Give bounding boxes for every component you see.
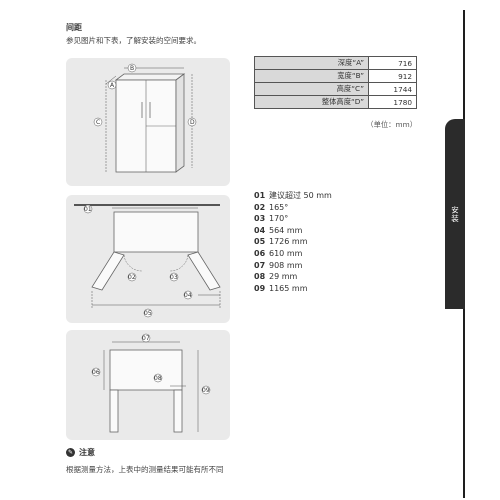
label-a: A — [110, 82, 115, 89]
spec-number: 08 — [254, 272, 266, 282]
label-09: 09 — [202, 387, 210, 394]
section-description: 参见图片和下表，了解安装的空间要求。 — [66, 36, 201, 45]
label-01: 01 — [84, 206, 92, 213]
dimension-table: 深度“A” 716 宽度“B” 912 高度“C” 1744 整体高度“D” 1… — [254, 56, 417, 109]
dimension-value: 716 — [368, 56, 417, 70]
label-d: D — [190, 119, 195, 126]
label-02: 02 — [128, 274, 136, 281]
door-90-clearance-diagram: 06 07 08 09 — [66, 330, 230, 440]
spec-text: 908 mm — [269, 260, 303, 270]
dimension-label: 整体高度“D” — [254, 95, 369, 109]
dimension-value: 912 — [368, 69, 417, 83]
label-06: 06 — [92, 369, 100, 376]
spec-text: 170° — [269, 214, 289, 224]
label-07: 07 — [142, 335, 150, 342]
table-row: 高度“C” 1744 — [254, 82, 417, 96]
section-tab-installation[interactable]: 安装 — [445, 119, 465, 309]
spec-text: 1165 mm — [269, 283, 308, 293]
label-b: B — [130, 65, 134, 72]
spec-number: 02 — [254, 202, 266, 212]
spec-text: 1726 mm — [269, 237, 308, 247]
spec-number: 07 — [254, 260, 266, 270]
spec-number: 04 — [254, 225, 266, 235]
spec-text: 29 mm — [269, 272, 298, 282]
spec-number: 09 — [254, 283, 266, 293]
dimension-label: 高度“C” — [254, 82, 369, 96]
dimension-value: 1780 — [368, 95, 417, 109]
table-row: 宽度“B” 912 — [254, 69, 417, 83]
unit-note: （单位：mm） — [366, 120, 417, 129]
note-heading: ✎ 注意 — [66, 447, 95, 458]
spec-number: 03 — [254, 214, 266, 224]
note-text: 根据测量方法，上表中的测量结果可能有所不同 — [66, 465, 224, 474]
label-08: 08 — [154, 375, 162, 382]
spec-number: 06 — [254, 248, 266, 258]
label-c: C — [96, 119, 100, 126]
spec-text: 165° — [269, 202, 289, 212]
section-title: 间距 — [66, 23, 82, 32]
spec-text: 610 mm — [269, 248, 303, 258]
note-heading-text: 注意 — [79, 448, 95, 457]
dimension-label: 宽度“B” — [254, 69, 369, 83]
fridge-dimensions-diagram: B A C D — [66, 58, 230, 186]
dimension-label: 深度“A” — [254, 56, 369, 70]
door-clearance-diagram: 01 02 03 04 05 — [66, 195, 230, 323]
spec-text: 564 mm — [269, 225, 303, 235]
dimension-value: 1744 — [368, 82, 417, 96]
spec-number: 01 — [254, 191, 266, 200]
label-05: 05 — [144, 310, 152, 317]
note-icon: ✎ — [66, 448, 75, 457]
section-tab-label: 安装 — [450, 205, 460, 223]
label-04: 04 — [184, 292, 192, 299]
table-row: 深度“A” 716 — [254, 56, 417, 70]
spec-text: 建议超过 50 mm — [269, 191, 332, 200]
label-03: 03 — [170, 274, 178, 281]
table-row: 整体高度“D” 1780 — [254, 95, 417, 109]
spec-number: 05 — [254, 237, 266, 247]
